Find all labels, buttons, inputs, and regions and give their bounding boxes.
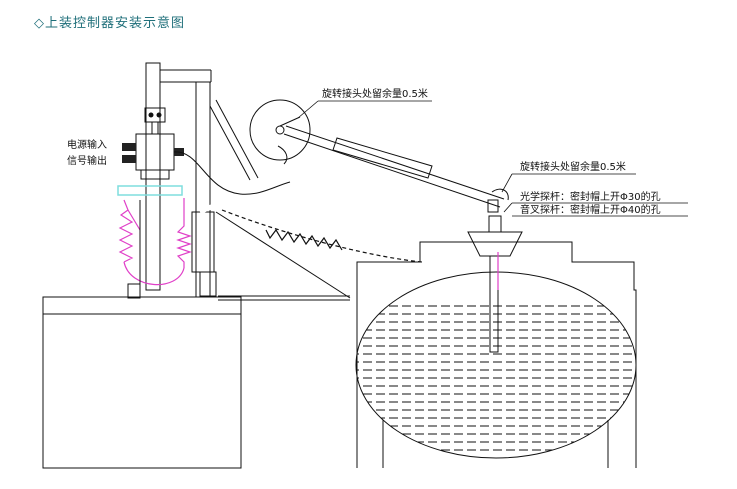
- leader-lines: [297, 100, 688, 217]
- swivel-margin-label-top: 旋转接头处留余量0.5米: [322, 87, 428, 100]
- signal-cable: [173, 151, 291, 195]
- fork-probe-label: 音叉探杆：密封帽上开Φ40的孔: [520, 203, 661, 216]
- mounting-bracket-highlight: [117, 185, 183, 196]
- loading-arm: [198, 99, 509, 215]
- signal-output-label: 信号输出: [67, 154, 107, 167]
- balance-springs: [118, 198, 192, 286]
- counter-spring: [265, 228, 343, 251]
- platform-block: [42, 296, 242, 469]
- page-title: ◇上装控制器安装示意图: [34, 16, 185, 31]
- controller-box: [122, 107, 184, 180]
- optical-probe-label: 光学探杆：密封帽上开Φ30的孔: [520, 190, 661, 203]
- support-mast: [145, 62, 259, 298]
- power-input-label: 电源输入: [67, 138, 107, 151]
- ground-chain: [221, 209, 423, 263]
- swivel-margin-label-right: 旋转接头处留余量0.5米: [520, 160, 626, 173]
- tank: [355, 215, 637, 468]
- ground-clamp: [127, 283, 141, 299]
